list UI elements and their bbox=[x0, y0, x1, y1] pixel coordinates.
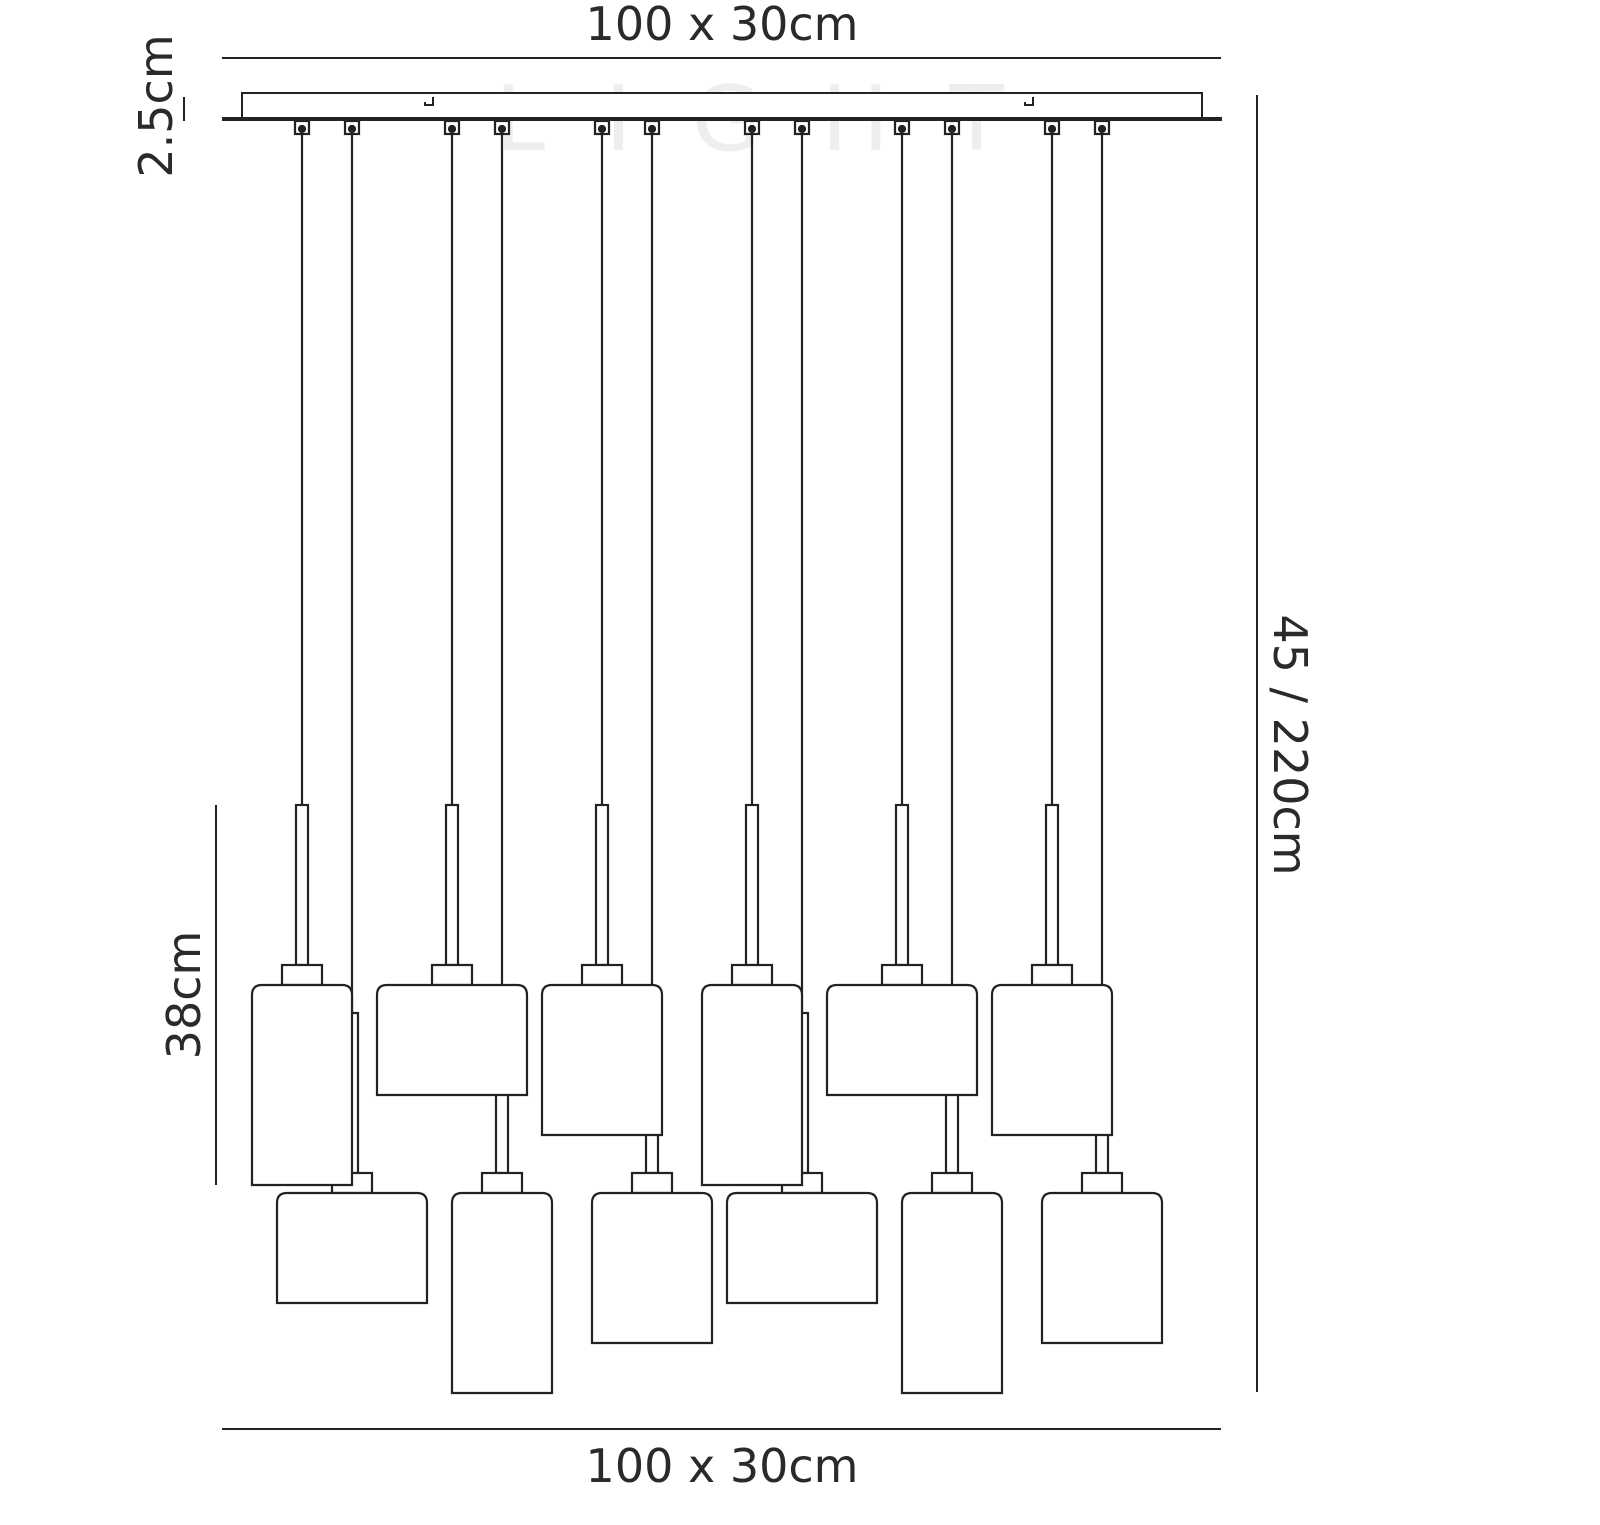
canopy-screw-left bbox=[424, 97, 434, 106]
rose-dot bbox=[447, 124, 457, 134]
pendant-collar bbox=[880, 963, 924, 987]
pendant-shade bbox=[375, 983, 529, 1097]
pendant-shade bbox=[275, 1191, 429, 1305]
rose-dot bbox=[1047, 124, 1057, 134]
pendant-tube bbox=[894, 803, 910, 967]
pendant-tube bbox=[444, 803, 460, 967]
pendant-shade bbox=[990, 983, 1114, 1137]
rose-dot bbox=[597, 124, 607, 134]
rose-dot bbox=[297, 124, 307, 134]
rose-dot bbox=[647, 124, 657, 134]
pendant-shade bbox=[900, 1191, 1004, 1395]
pendant-collar bbox=[430, 963, 474, 987]
top-width-label: 100 x 30cm bbox=[586, 0, 859, 51]
pendant-shade bbox=[700, 983, 804, 1187]
rose-dot bbox=[947, 124, 957, 134]
pendant-collar bbox=[1080, 1171, 1124, 1195]
rose-dot bbox=[747, 124, 757, 134]
pendant-collar bbox=[480, 1171, 524, 1195]
rose-dot bbox=[1097, 124, 1107, 134]
pendant-tube bbox=[744, 803, 760, 967]
pendant-tube bbox=[1044, 803, 1060, 967]
canopy-height-label: 2.5cm bbox=[129, 34, 183, 177]
pendant-shade bbox=[825, 983, 979, 1097]
pendant-collar bbox=[630, 1171, 674, 1195]
ceiling-canopy bbox=[241, 92, 1203, 120]
overall-height-label: 45 / 220cm bbox=[1263, 614, 1317, 875]
pendant-collar bbox=[280, 963, 324, 987]
pendant-collar bbox=[580, 963, 624, 987]
rose-dot bbox=[897, 124, 907, 134]
pendant-shade bbox=[725, 1191, 879, 1305]
pendants bbox=[250, 119, 1164, 1395]
rose-dot bbox=[497, 124, 507, 134]
pendant-collar bbox=[1030, 963, 1074, 987]
shade-drop-label: 38cm bbox=[157, 931, 211, 1060]
pendant-tube bbox=[594, 803, 610, 967]
rose-dot bbox=[347, 124, 357, 134]
canopy-screw-right bbox=[1024, 97, 1034, 106]
bottom-width-label: 100 x 30cm bbox=[586, 1439, 859, 1493]
pendant-tube bbox=[294, 803, 310, 967]
pendant-shade bbox=[1040, 1191, 1164, 1345]
pendant-collar bbox=[730, 963, 774, 987]
pendant-shade bbox=[450, 1191, 554, 1395]
rose-dot bbox=[797, 124, 807, 134]
pendant-shade bbox=[590, 1191, 714, 1345]
pendant-collar bbox=[930, 1171, 974, 1195]
pendant-shade bbox=[540, 983, 664, 1137]
pendant-shade bbox=[250, 983, 354, 1187]
